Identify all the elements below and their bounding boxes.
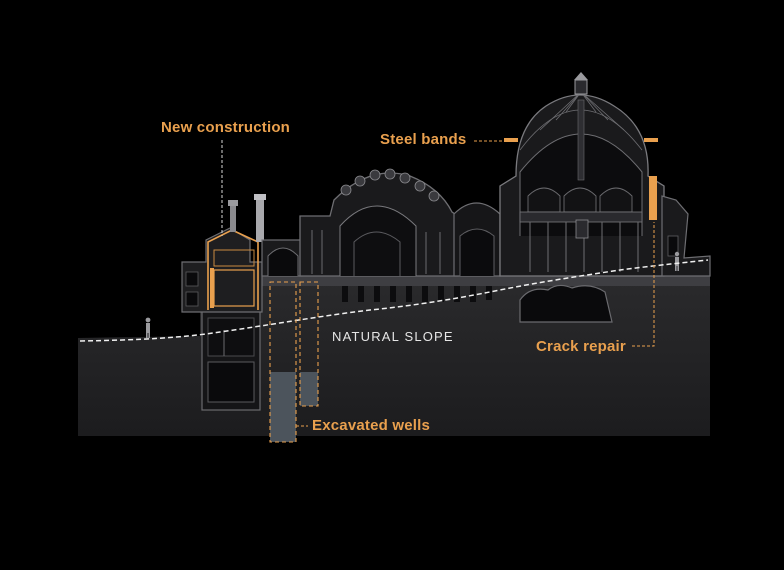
crack-repair-bar	[649, 176, 657, 220]
foundation-piers	[342, 286, 492, 302]
label-steel-bands: Steel bands	[380, 131, 467, 148]
vault-ornament	[340, 168, 440, 202]
natural-slope-line	[79, 259, 709, 342]
person-figure	[674, 251, 680, 271]
underground-vault	[519, 284, 613, 323]
chimney	[230, 206, 236, 232]
excavated-well-right	[300, 372, 318, 406]
leader-crack-repair	[632, 222, 655, 347]
label-new-construction: New construction	[161, 119, 291, 136]
steel-band-left	[504, 138, 518, 142]
dome-lantern	[574, 79, 588, 95]
excavated-well-left	[270, 372, 296, 442]
chimney	[256, 198, 264, 242]
hall-columns	[311, 230, 441, 274]
steel-band-right	[644, 138, 658, 142]
person-figure	[145, 317, 151, 338]
foundation-strip	[262, 276, 710, 286]
label-excavated-wells: Excavated wells	[312, 417, 431, 434]
label-crack-repair: Crack repair	[536, 338, 626, 355]
annex-windows	[185, 271, 199, 307]
inner-arcade	[527, 187, 633, 213]
dome-lower-columns	[529, 222, 639, 272]
label-natural-slope: NATURAL SLOPE	[332, 329, 454, 344]
